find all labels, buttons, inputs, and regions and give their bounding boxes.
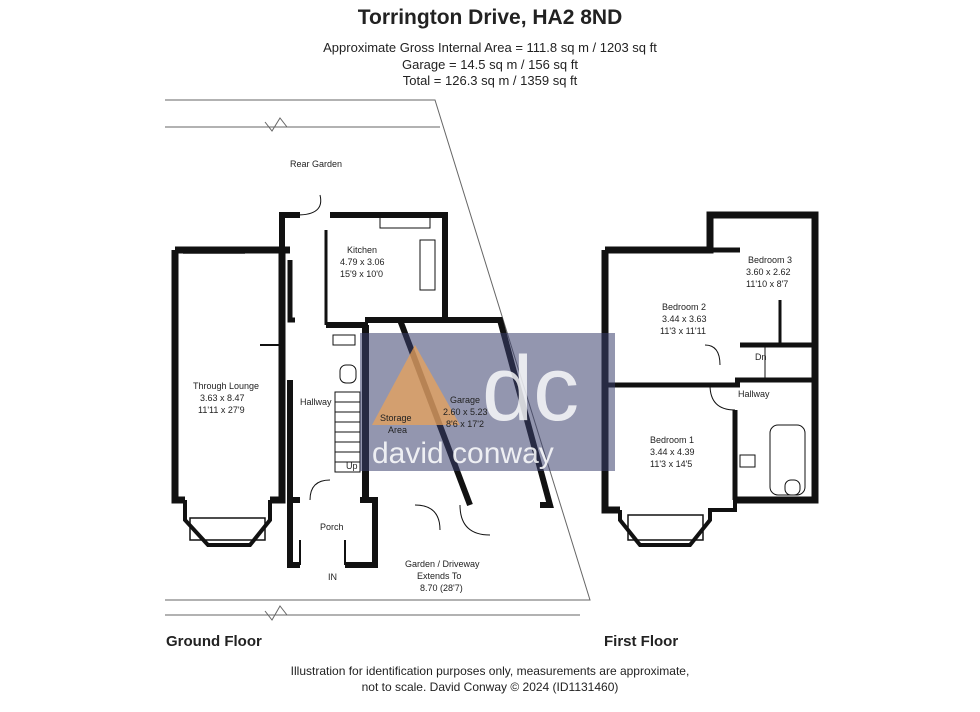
lounge-imperial: 11'11 x 27'9 xyxy=(198,405,245,415)
entrance-label: IN xyxy=(328,572,337,582)
bedroom3-metric: 3.60 x 2.62 xyxy=(746,267,791,277)
driveway-line-1: Garden / Driveway xyxy=(405,559,480,569)
storage-label: Storage xyxy=(380,413,412,423)
garage-area-text: Garage = 14.5 sq m / 156 sq ft xyxy=(402,57,578,72)
watermark-logo: dc xyxy=(482,338,579,440)
bedroom2-metric: 3.44 x 3.63 xyxy=(662,314,707,324)
gf-hallway-label: Hallway xyxy=(300,397,332,407)
total-area-text: Total = 126.3 sq m / 1359 sq ft xyxy=(402,73,578,88)
bedroom3-imperial: 11'10 x 8'7 xyxy=(746,279,788,289)
stairs-down-label: Dn xyxy=(755,352,767,362)
first-floor-label: First Floor xyxy=(604,633,679,650)
plan-title: Torrington Drive, HA2 8ND xyxy=(357,6,623,29)
ground-floor-label: Ground Floor xyxy=(166,633,262,650)
lounge-metric: 3.63 x 8.47 xyxy=(200,393,245,403)
kitchen-metric: 4.79 x 3.06 xyxy=(340,257,385,267)
garage-name: Garage xyxy=(450,395,480,405)
bedroom1-name: Bedroom 1 xyxy=(650,435,694,445)
storage-label-2: Area xyxy=(388,425,407,435)
lounge-name: Through Lounge xyxy=(193,381,259,391)
david-conway-watermark: dc david conway xyxy=(360,333,615,471)
gross-area-text: Approximate Gross Internal Area = 111.8 … xyxy=(323,40,657,55)
stairs-up-label: Up xyxy=(346,461,358,471)
garage-imperial: 8'6 x 17'2 xyxy=(446,419,484,429)
bedroom1-imperial: 11'3 x 14'5 xyxy=(650,459,692,469)
disclaimer-line-1: Illustration for identification purposes… xyxy=(290,664,690,678)
porch-label: Porch xyxy=(320,522,344,532)
kitchen-name: Kitchen xyxy=(347,245,377,255)
bedroom3-name: Bedroom 3 xyxy=(748,255,792,265)
rear-garden-label: Rear Garden xyxy=(290,159,342,169)
ff-hallway-label: Hallway xyxy=(738,389,770,399)
driveway-line-3: 8.70 (28'7) xyxy=(420,583,463,593)
driveway-line-2: Extends To xyxy=(417,571,461,581)
garage-metric: 2.60 x 5.23 xyxy=(443,407,488,417)
watermark-brand: david conway xyxy=(372,437,554,470)
bedroom1-metric: 3.44 x 4.39 xyxy=(650,447,695,457)
disclaimer-line-2: not to scale. David Conway © 2024 (ID113… xyxy=(361,680,619,694)
bedroom2-name: Bedroom 2 xyxy=(662,302,706,312)
bedroom2-imperial: 11'3 x 11'11 xyxy=(660,326,706,336)
kitchen-imperial: 15'9 x 10'0 xyxy=(340,269,383,279)
